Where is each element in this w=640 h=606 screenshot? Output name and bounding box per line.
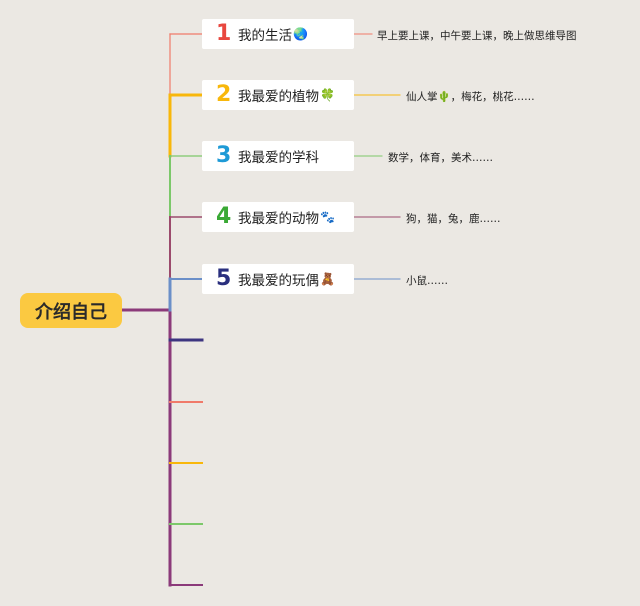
clover-icon: 🍀 xyxy=(320,88,335,102)
branch-label: 我最爱的学科 xyxy=(238,150,319,166)
branch-note-dolls: 小鼠…… xyxy=(406,275,448,287)
branch-number: 4 xyxy=(216,204,232,229)
branch-node-life[interactable]: 1 我的生活 🌏 xyxy=(202,19,354,49)
branch-number: 2 xyxy=(216,82,232,107)
branch-label: 我最爱的动物 xyxy=(238,211,319,227)
branch-note-subjects: 数学，体育，美术…… xyxy=(388,152,493,164)
branch-number: 5 xyxy=(216,266,232,291)
branch-label: 我最爱的玩偶 xyxy=(238,273,319,289)
branch-label: 我最爱的植物 xyxy=(238,89,319,105)
root-label: 介绍自己 xyxy=(35,301,107,323)
branch-node-plants[interactable]: 2 我最爱的植物 🍀 xyxy=(202,80,354,110)
branch-node-dolls[interactable]: 5 我最爱的玩偶 🧸 xyxy=(202,264,354,294)
paw-icon: 🐾 xyxy=(320,210,335,224)
branch-number: 3 xyxy=(216,143,232,168)
branch-node-subjects[interactable]: 3 我最爱的学科 xyxy=(202,141,354,171)
teddy-bear-icon: 🧸 xyxy=(320,272,335,286)
branch-node-animals[interactable]: 4 我最爱的动物 🐾 xyxy=(202,202,354,232)
branch-label: 我的生活 xyxy=(238,28,292,44)
branch-note-plants: 仙人掌🌵，梅花，桃花…… xyxy=(406,91,535,103)
root-node[interactable]: 介绍自己 xyxy=(20,293,122,328)
branch-note-life: 早上要上课，中午要上课，晚上做思维导图 xyxy=(377,30,577,42)
globe-icon: 🌏 xyxy=(293,27,308,41)
branch-number: 1 xyxy=(216,21,232,46)
branch-note-animals: 狗，猫，兔，鹿…… xyxy=(406,213,501,225)
